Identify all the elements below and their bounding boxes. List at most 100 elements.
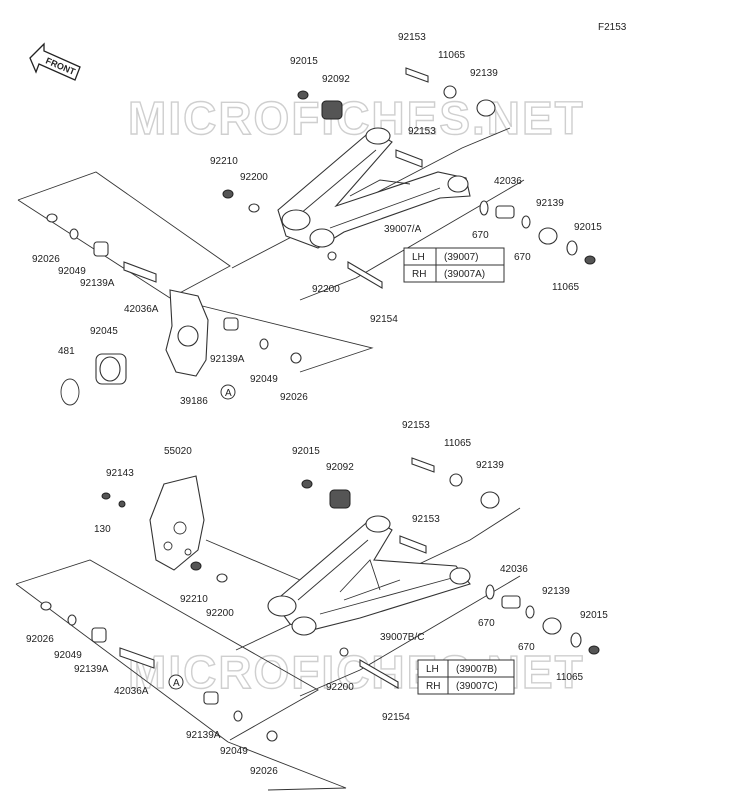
upper-label-92092: 92092 bbox=[322, 74, 350, 85]
upper-label-92026-r: 92026 bbox=[280, 392, 308, 403]
lower-label-92153: 92153 bbox=[402, 420, 430, 431]
lower-bolt-92154-part bbox=[359, 659, 399, 689]
upper-label-92139A-l: 92139A bbox=[80, 278, 115, 289]
lower-nut-92210-part bbox=[190, 561, 202, 571]
lower-seal-670b-part bbox=[525, 605, 535, 619]
upper-washer-92200b-part bbox=[327, 251, 337, 261]
lower-washer-11065r-part bbox=[570, 632, 582, 648]
upper-sleeve-42036A-part bbox=[123, 261, 157, 283]
lower-label-130: 130 bbox=[94, 524, 111, 535]
lower-label-42036: 42036 bbox=[500, 564, 528, 575]
upper-a-arm bbox=[277, 127, 471, 249]
figure-code: F2153 bbox=[598, 22, 627, 33]
upper-washer-92200-part bbox=[248, 203, 260, 213]
lower-collar-92139r-part bbox=[542, 617, 562, 635]
upper-label-92154: 92154 bbox=[370, 314, 398, 325]
lower-label-11065: 11065 bbox=[444, 438, 472, 449]
lower-table-rh-part: (39007C) bbox=[456, 681, 498, 692]
lower-cap-92015-part bbox=[301, 479, 313, 489]
upper-label-92049-r: 92049 bbox=[250, 374, 278, 385]
upper-label-92015-r: 92015 bbox=[574, 222, 602, 233]
lower-label-92049-b: 92049 bbox=[220, 746, 248, 757]
upper-cap-92015r-part bbox=[584, 255, 596, 265]
upper-label-92200: 92200 bbox=[240, 172, 268, 183]
lower-table-rh-side: RH bbox=[426, 681, 440, 692]
upper-assembly: A 92015 92092 92153 11065 92139 92153 92… bbox=[17, 32, 602, 407]
upper-label-670-b: 670 bbox=[514, 252, 531, 263]
upper-label-670-a: 670 bbox=[472, 230, 489, 241]
watermark-upper: MICROFICHES.NET bbox=[128, 92, 585, 144]
lower-washer-92200b-part bbox=[339, 647, 349, 657]
lower-ref-marker-label: A bbox=[173, 678, 180, 689]
upper-label-42036A: 42036A bbox=[124, 304, 159, 315]
lower-label-92139A-l: 92139A bbox=[74, 664, 109, 675]
upper-collar-92139Al-part bbox=[93, 241, 109, 257]
upper-bolt-92154-part bbox=[347, 261, 383, 289]
upper-label-42036: 42036 bbox=[494, 176, 522, 187]
upper-label-92153-mid: 92153 bbox=[408, 126, 436, 137]
lower-label-92200-b: 92200 bbox=[326, 682, 354, 693]
lower-sleeve-42036-part bbox=[501, 595, 521, 609]
lower-ref-marker bbox=[168, 674, 184, 690]
lower-label-92154: 92154 bbox=[382, 712, 410, 723]
lower-label-92049-l: 92049 bbox=[54, 650, 82, 661]
lower-label-670-a: 670 bbox=[478, 618, 495, 629]
lower-label-670-b: 670 bbox=[518, 642, 535, 653]
upper-label-11065: 11065 bbox=[438, 50, 466, 61]
upper-label-481: 481 bbox=[58, 346, 75, 357]
lower-bushing-92092-part bbox=[329, 489, 351, 509]
upper-washer-11065r-part bbox=[566, 240, 578, 256]
upper-label-92026-l: 92026 bbox=[32, 254, 60, 265]
lower-seal-92026b-part bbox=[266, 730, 278, 742]
upper-table-rh-part: (39007A) bbox=[444, 269, 485, 280]
upper-label-92139-r: 92139 bbox=[536, 198, 564, 209]
upper-collar-92139r-part bbox=[538, 227, 558, 245]
upper-label-39186: 39186 bbox=[180, 396, 208, 407]
upper-table-lh-part: (39007) bbox=[444, 252, 478, 263]
lower-label-92092: 92092 bbox=[326, 462, 354, 473]
upper-label-92200-b: 92200 bbox=[312, 284, 340, 295]
lower-label-42036A: 42036A bbox=[114, 686, 149, 697]
lower-bolt-130-part bbox=[101, 492, 111, 500]
lower-label-92015: 92015 bbox=[292, 446, 320, 457]
upper-sleeve-42036-part bbox=[495, 205, 515, 219]
upper-table-rh-side: RH bbox=[412, 269, 426, 280]
lower-seal-670-part bbox=[485, 584, 495, 600]
upper-label-92210: 92210 bbox=[210, 156, 238, 167]
upper-label-92015: 92015 bbox=[290, 56, 318, 67]
lower-label-92200: 92200 bbox=[206, 608, 234, 619]
upper-collar-92139-part bbox=[476, 99, 496, 117]
upper-collar-92139Ar-part bbox=[223, 317, 239, 331]
lower-a-arm bbox=[267, 515, 471, 636]
front-arrow-icon: FRONT bbox=[29, 42, 81, 81]
upper-ring-92049l-part bbox=[69, 228, 79, 240]
lower-collar-92139Ab-part bbox=[203, 691, 219, 705]
upper-label-11065-r: 11065 bbox=[552, 282, 580, 293]
upper-ring-92049r-part bbox=[259, 338, 269, 350]
upper-label-39007: 39007/A bbox=[384, 224, 422, 235]
lower-label-92210: 92210 bbox=[180, 594, 208, 605]
lower-label-92015-r: 92015 bbox=[580, 610, 608, 621]
upper-label-92049-l: 92049 bbox=[58, 266, 86, 277]
lower-label-92026-b: 92026 bbox=[250, 766, 278, 777]
lower-label-92139: 92139 bbox=[476, 460, 504, 471]
upper-seal-670b-part bbox=[521, 215, 531, 229]
upper-circlip-481-part bbox=[60, 378, 80, 406]
lower-label-92153-mid: 92153 bbox=[412, 514, 440, 525]
lower-label-92139-r: 92139 bbox=[542, 586, 570, 597]
upper-ref-marker bbox=[220, 384, 236, 400]
lower-ring-92049l-part bbox=[67, 614, 77, 626]
lower-label-92026-l: 92026 bbox=[26, 634, 54, 645]
upper-nut-92210-part bbox=[222, 189, 234, 199]
lower-bolt-92153b-part bbox=[399, 535, 427, 554]
upper-cap-92015-part bbox=[297, 90, 309, 100]
lower-cap-92015r-part bbox=[588, 645, 600, 655]
lower-label-39007BC: 39007B/C bbox=[380, 632, 424, 643]
lower-sleeve-42036A-part bbox=[119, 647, 155, 669]
lower-bolt-92153-part bbox=[411, 457, 435, 473]
lower-seal-92026l-part bbox=[40, 601, 52, 611]
lower-collar-92139-part bbox=[480, 491, 500, 509]
lower-collar-92139Al-part bbox=[91, 627, 107, 643]
lower-washer-92143-part bbox=[118, 500, 126, 508]
